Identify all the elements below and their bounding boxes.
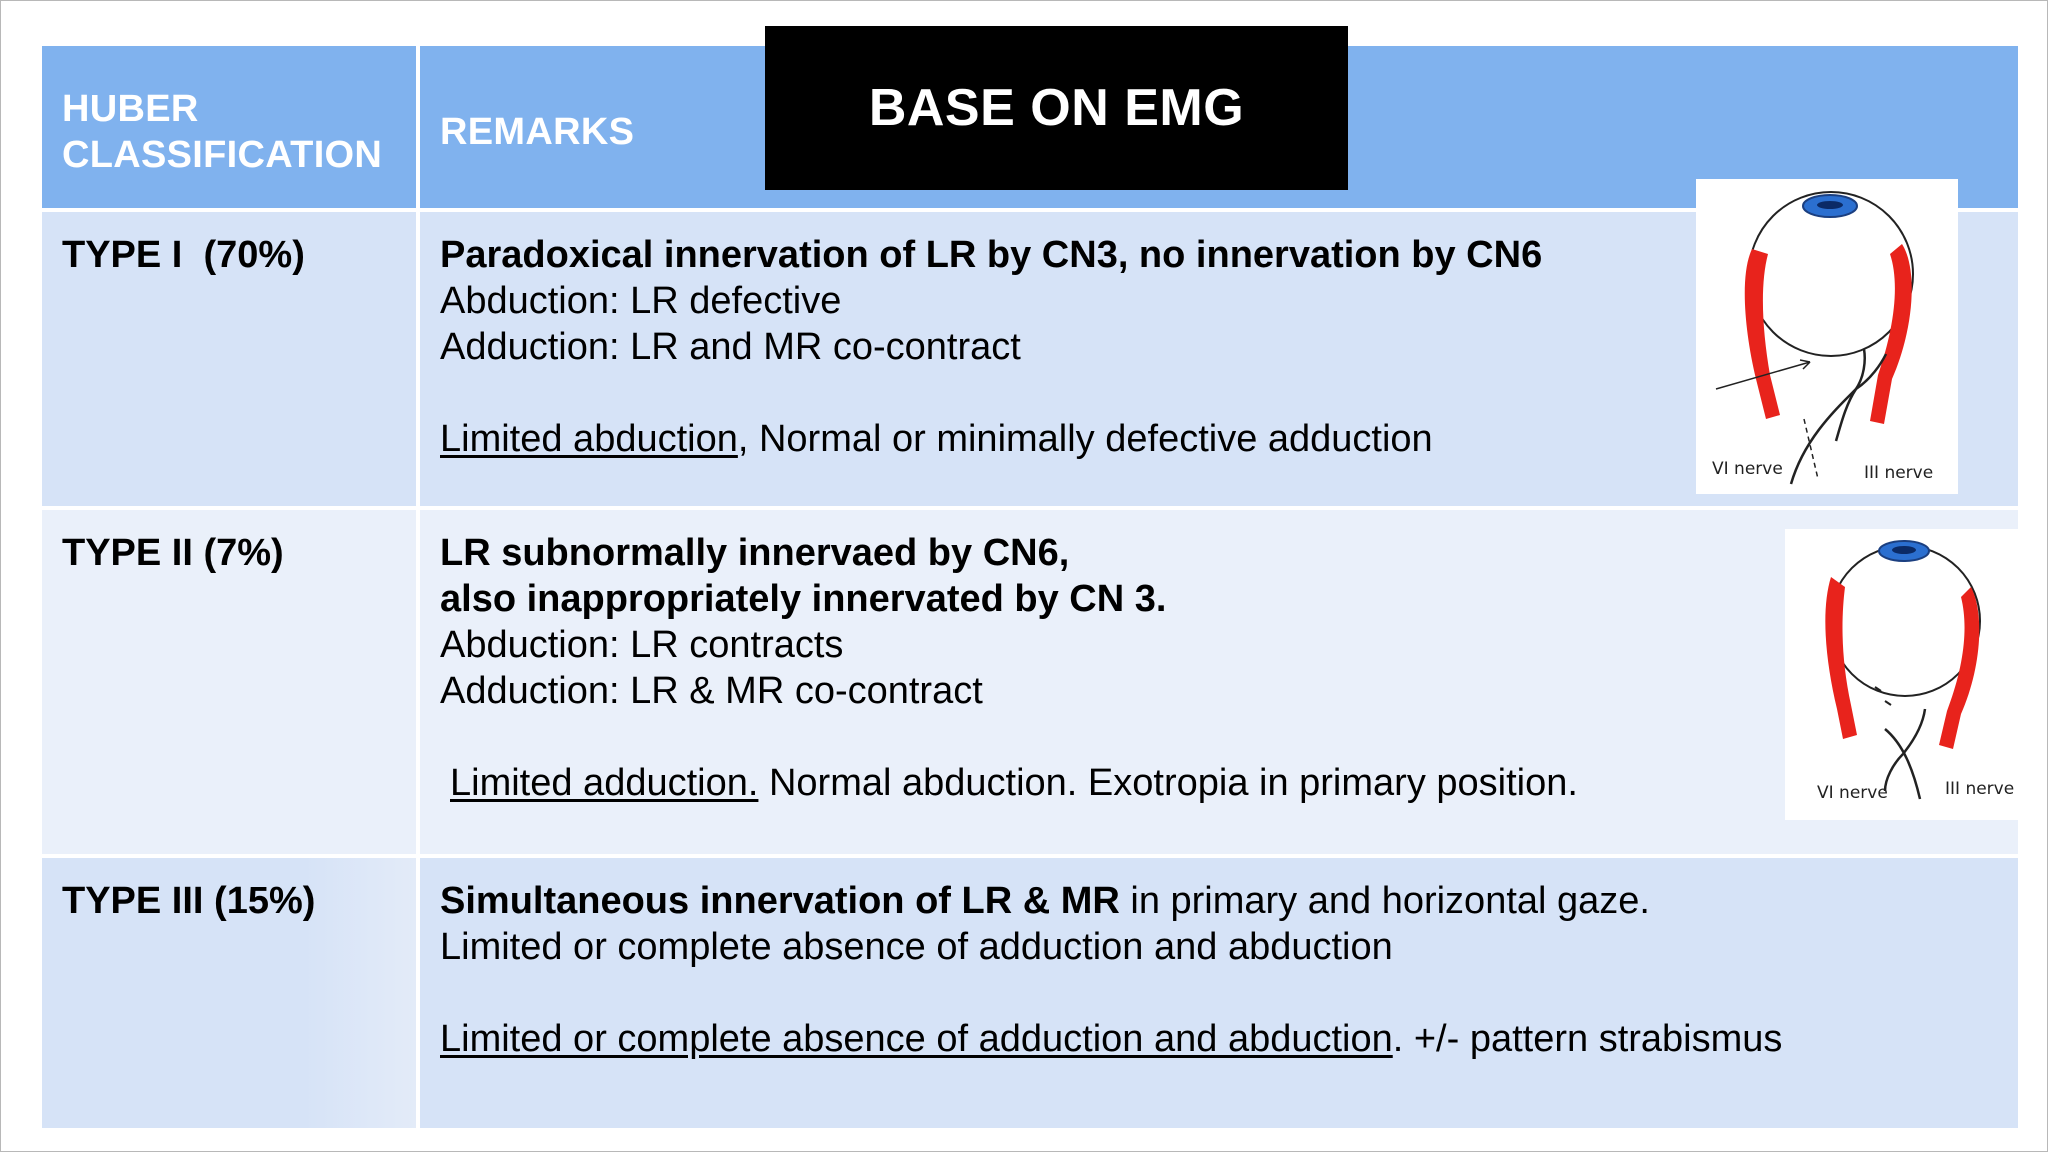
remark-line: Limited or complete absence of adduction… xyxy=(440,926,1393,968)
header-classification: HUBER CLASSIFICATION xyxy=(62,88,383,176)
remark-summary-underlined: Limited abduction xyxy=(440,418,738,460)
eye-muscle-diagram-icon xyxy=(1825,540,1981,800)
remark-heading-bold: Simultaneous innervation of LR & MR xyxy=(440,880,1120,922)
remarks-type-2: LR subnormally innervaed by CN6, also in… xyxy=(420,510,2018,806)
eye-muscle-diagram-type-1: VI nerve III nerve xyxy=(1696,179,1958,494)
type-label: TYPE I (70%) xyxy=(62,234,305,276)
remark-summary: Limited adduction. Normal abduction. Exo… xyxy=(440,760,2018,806)
remark-heading: Simultaneous innervation of LR & MR in p… xyxy=(440,878,2018,924)
remark-summary-rest: . +/- pattern strabismus xyxy=(1392,1018,1783,1060)
remark-summary-rest: , Normal or minimally defective adductio… xyxy=(737,418,1433,460)
table-row-type-3: TYPE III (15%) Simultaneous innervation … xyxy=(42,854,2018,1128)
remark-summary: Limited abduction, Normal or minimally d… xyxy=(440,416,2018,462)
remark-line: Adduction: LR and MR co-contract xyxy=(440,326,1021,368)
remark-summary-underlined: Limited adduction. xyxy=(450,762,759,804)
remark-line: Adduction: LR & MR co-contract xyxy=(440,670,983,712)
remark-summary-underlined: Limited or complete absence of adduction… xyxy=(440,1018,1393,1060)
remark-heading: also inappropriately innervated by CN 3. xyxy=(440,578,1167,620)
iii-nerve-label: III nerve xyxy=(1945,779,2015,799)
remark-summary: Limited or complete absence of adduction… xyxy=(440,1016,2018,1062)
remark-heading: Paradoxical innervation of LR by CN3, no… xyxy=(440,234,1543,276)
type-label: TYPE III (15%) xyxy=(62,880,316,922)
remark-summary-rest: Normal abduction. Exotropia in primary p… xyxy=(758,762,1578,804)
remark-heading-normal: in primary and horizontal gaze. xyxy=(1119,880,1650,922)
remarks-type-1: Paradoxical innervation of LR by CN3, no… xyxy=(420,212,2018,462)
type-label: TYPE II (7%) xyxy=(62,532,284,574)
eye-muscle-diagram-icon xyxy=(1715,191,1914,485)
iii-nerve-label: III nerve xyxy=(1864,463,1934,483)
remarks-type-3: Simultaneous innervation of LR & MR in p… xyxy=(420,858,2018,1062)
vi-nerve-label: VI nerve xyxy=(1817,783,1888,803)
remark-line: Abduction: LR contracts xyxy=(440,624,844,666)
vi-nerve-label: VI nerve xyxy=(1712,459,1783,479)
header-remarks: REMARKS xyxy=(440,111,635,153)
remark-heading: LR subnormally innervaed by CN6, xyxy=(440,532,1070,574)
header-classification-cell: HUBER CLASSIFICATION xyxy=(42,46,418,210)
base-on-emg-banner: BASE ON EMG xyxy=(765,26,1348,190)
eye-muscle-diagram-type-2: VI nerve III nerve xyxy=(1785,529,2018,820)
remark-line: Abduction: LR defective xyxy=(440,280,842,322)
table-row-type-2: TYPE II (7%) LR subnormally innervaed by… xyxy=(42,506,2018,856)
